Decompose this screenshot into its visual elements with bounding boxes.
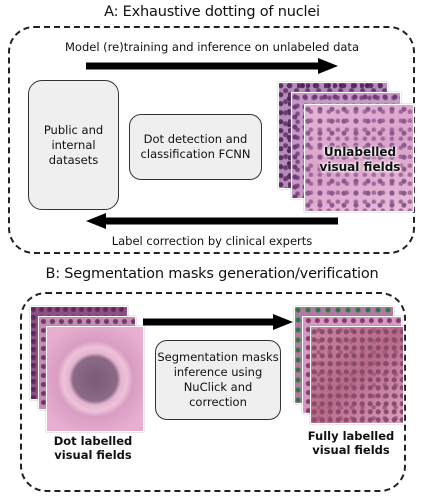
model-box: Dot detection and classification FCNN [129,114,262,180]
panel-a-title: A: Exhaustive dotting of nuclei [104,4,320,20]
datasets-box: Public and internal datasets [28,80,119,210]
dot-image-front [46,326,144,432]
tissue-image-front [304,104,414,212]
fully-labelled-label: Fully labelled visual fields [307,429,395,457]
panel-b-frame [20,292,406,492]
segmentation-arrow [143,314,293,330]
panel-b-title: B: Segmentation masks generation/verific… [45,266,379,282]
forward-arrow [86,58,338,74]
panel-a-frame [8,26,415,254]
top-arrow-label: Model (re)training and inference on unla… [64,40,359,54]
bottom-arrow-label: Label correction by clinical experts [111,234,313,248]
segmentation-box: Segmentation masks inference using NuCli… [155,340,281,420]
full-image-front [310,326,404,424]
backward-arrow [86,213,338,229]
unlabelled-label: Unlabelled visual fields [319,145,401,174]
dot-labelled-label: Dot labelled visual fields [53,434,133,462]
